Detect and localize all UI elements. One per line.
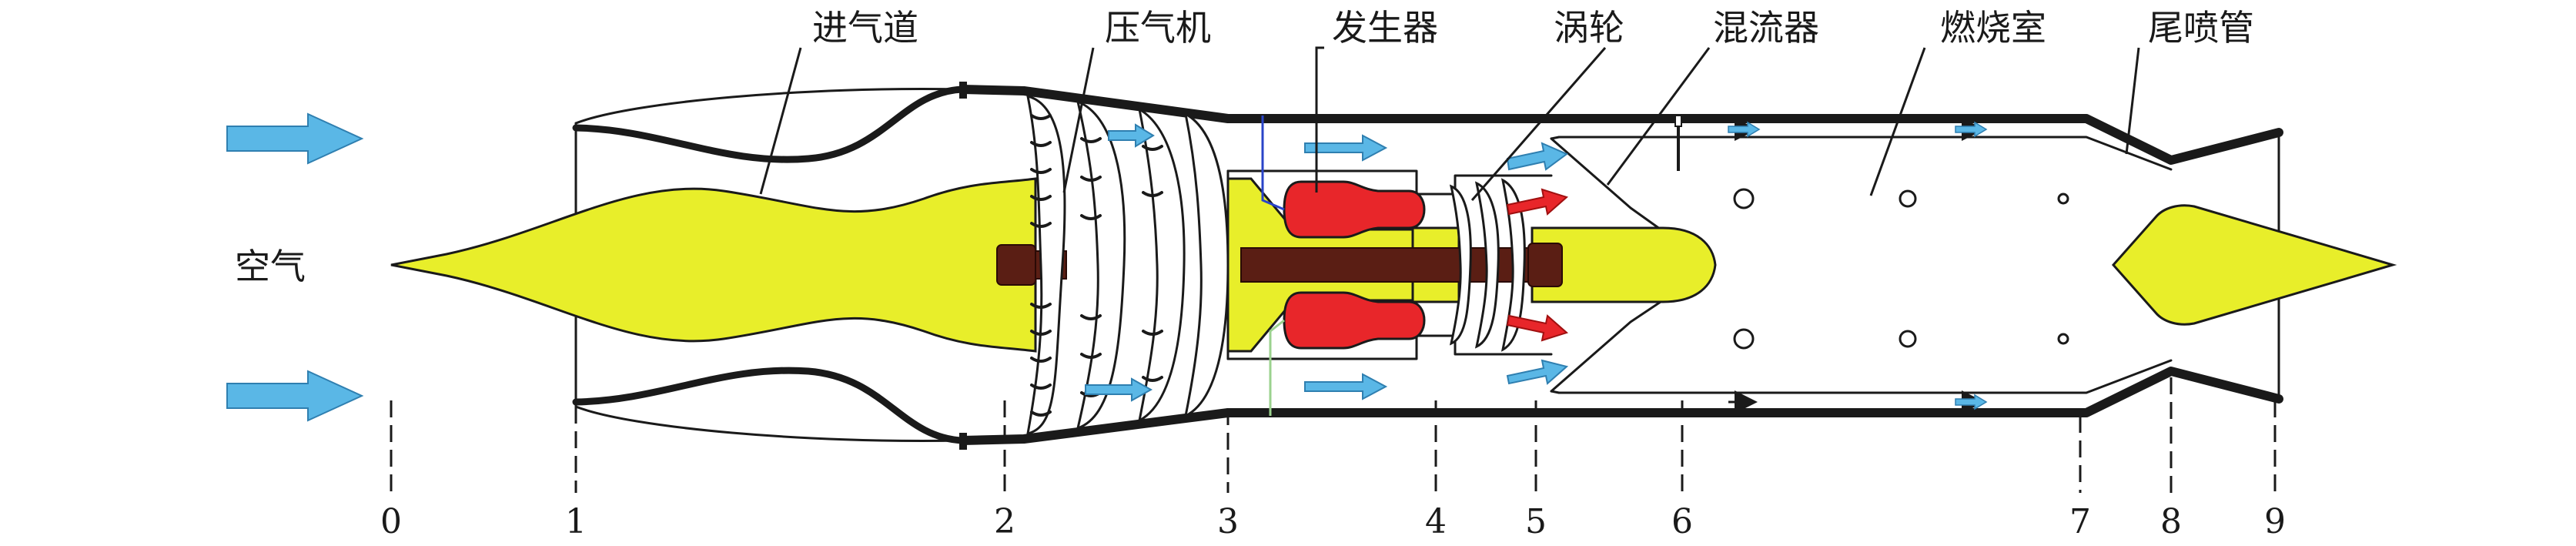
label-combustor: 燃烧室 [1940,7,2046,49]
generator-wire-bottom [1269,319,1285,416]
combustor-holes [1733,188,2069,350]
nozzle-plug [2111,204,2397,326]
station-1: 1 [565,502,587,541]
label-turbine: 涡轮 [1554,7,1624,49]
inlet-outer-bottom [574,405,964,443]
air-arrow-bottom [226,370,364,422]
inlet-duct-top [572,85,966,163]
generator-top [1283,180,1426,239]
flange-bottom [959,433,967,450]
core-housing-top [1226,169,1553,196]
station-6: 6 [1671,502,1693,541]
station-9: 9 [2264,502,2286,541]
mixer-top [1550,137,1664,233]
station-5: 5 [1525,502,1547,541]
combustor-small-arrows [1728,118,1985,414]
combustor-blue-arrows [1728,121,1988,410]
generator-wire-top [1261,116,1285,211]
igniter [1674,115,1682,171]
air-arrows [226,112,1569,422]
nozzle-inner-bottom [1557,359,2173,394]
label-compressor: 压气机 [1105,7,1211,49]
compressor-blades [1026,94,1229,436]
compressor-chevrons [1030,114,1163,417]
station-0: 0 [380,502,402,541]
station-8: 8 [2160,502,2182,541]
station-lines [390,377,2277,493]
inlet-outer-top [574,87,964,125]
shaft [996,243,1563,287]
label-generator: 发生器 [1332,7,1438,49]
casing-bottom [958,367,2283,445]
turbine-blades [1449,178,1526,352]
mixer-bottom [1550,299,1664,393]
station-7: 7 [2069,502,2091,541]
flange-top [959,82,967,99]
station-3: 3 [1217,502,1239,541]
station-numbers: 0 1 2 3 4 5 6 7 8 9 [380,502,2286,541]
core-housing-bottom [1226,334,1553,360]
label-inlet: 进气道 [812,7,918,49]
label-air: 空气 [235,246,306,287]
hot-gas-arrows [1506,188,1568,342]
generator [1283,180,1426,350]
inlet-spinner [390,177,1037,353]
mixer-lip-top [1550,136,1561,140]
inlet-duct-bottom [572,367,966,444]
air-arrow-top [226,112,364,165]
station-4: 4 [1425,502,1447,541]
leader-lines [759,46,2140,201]
station-2: 2 [994,502,1015,541]
mixer-yellow [1531,226,1717,303]
label-nozzle: 尾喷管 [2148,7,2254,49]
component-labels: 进气道 压气机 发生器 涡轮 混流器 燃烧室 尾喷管 空气 [235,7,2254,287]
mixer-lip-bottom [1550,390,1561,394]
generator-bottom [1283,291,1426,350]
nozzle-inner-top [1557,136,2173,171]
label-mixer: 混流器 [1713,7,1819,49]
